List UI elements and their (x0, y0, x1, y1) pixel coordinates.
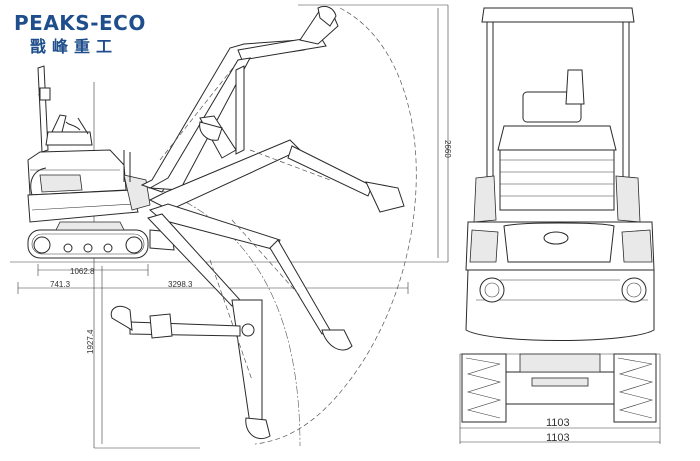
side-view-machine (27, 65, 175, 259)
canopy-post-right (622, 21, 630, 203)
bucket-high (317, 5, 337, 27)
brand-logo: PEAKS-ECO 戬峰重工 (14, 11, 146, 56)
headlight-left-icon (479, 277, 505, 303)
turntable (27, 189, 139, 223)
dim-front-offset: 741.3 (50, 280, 71, 289)
track-right (613, 353, 657, 423)
dim-depth-max: 1927.4 (86, 329, 95, 354)
side-view-reference-lines (10, 4, 449, 449)
arm-tucked (129, 321, 241, 337)
dim-track-length: 1062.8 (70, 267, 95, 276)
dim-track-width-outer: 1103 (546, 432, 570, 444)
canopy-roof (481, 7, 635, 23)
logo-latin-text: PEAKS-ECO (14, 11, 146, 35)
front-view-dimensions: 1103 1103 (460, 417, 660, 444)
digging-envelope-arc (254, 7, 417, 445)
front-view-machine (459, 7, 661, 444)
dim-track-width-inner: 1103 (546, 417, 570, 429)
dimension-annotations: 2660 1927.4 1062.8 741.3 3298.3 (17, 8, 452, 444)
dim-height-max: 2660 (443, 140, 452, 158)
boom-pivot (543, 231, 569, 245)
bucket-deep (245, 417, 271, 440)
boom-positions (110, 5, 405, 440)
bucket-ground (321, 329, 353, 351)
bucket-tucked (110, 305, 133, 331)
undercarriage-center (505, 371, 615, 405)
lower-body (465, 269, 655, 341)
bucket-horizontal (365, 181, 405, 213)
inner-envelope-arc (159, 189, 301, 447)
dim-ground-reach: 3298.3 (168, 280, 193, 289)
logo-cjk-text: 戬峰重工 (30, 37, 118, 56)
canopy-post-left (486, 21, 494, 203)
arm-deep (231, 299, 263, 425)
bucket-mid-high (199, 121, 223, 141)
arm-mid-high (235, 65, 245, 155)
operator-seat (51, 114, 67, 133)
operator-cage (499, 149, 615, 211)
headlight-right-icon (621, 277, 647, 303)
arm-horizontal (287, 145, 373, 197)
arm-ground (269, 239, 331, 335)
